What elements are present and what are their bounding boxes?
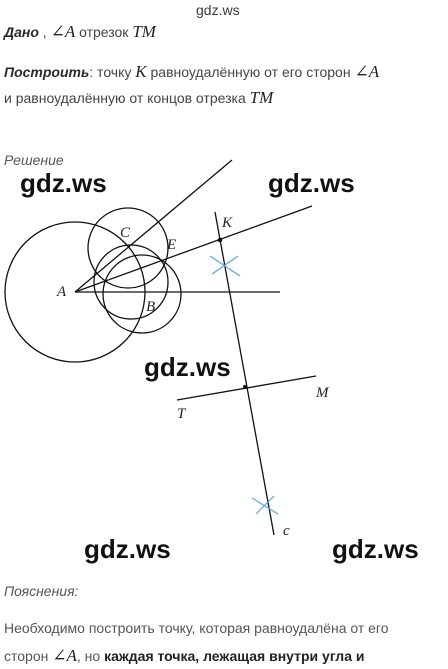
solution-heading: Решение bbox=[4, 152, 64, 168]
explanation-angle: ∠A bbox=[52, 646, 77, 665]
label-e: E bbox=[166, 237, 176, 253]
construct-line-1: Построить: точку K равноудалённую от его… bbox=[4, 62, 379, 82]
construct-line-2: и равноудалённую от концов отрезка TM bbox=[4, 88, 273, 108]
watermark-top: gdz.ws bbox=[196, 2, 240, 18]
given-mid-text: отрезок bbox=[75, 24, 133, 40]
label-c: C bbox=[120, 225, 131, 241]
label-m: M bbox=[315, 385, 330, 401]
given-label: Дано bbox=[4, 24, 39, 40]
segment-midpoint-dot bbox=[243, 385, 247, 389]
label-b: B bbox=[146, 299, 155, 315]
label-k: K bbox=[221, 215, 233, 231]
explanation-line2-start: сторон bbox=[4, 648, 53, 664]
label-c-lower: c bbox=[283, 523, 290, 539]
watermark: gdz.ws bbox=[84, 534, 171, 564]
watermark: gdz.ws bbox=[20, 168, 107, 198]
given-segment: TM bbox=[132, 22, 156, 41]
construct-label: Построить bbox=[4, 64, 90, 80]
construct-angle: ∠A bbox=[354, 62, 380, 81]
circle-b bbox=[102, 254, 182, 334]
given-sep: , bbox=[38, 24, 51, 40]
given-line: Дано , ∠A отрезок TM bbox=[4, 22, 156, 42]
construct-text-2: равноудалённую от его сторон bbox=[146, 64, 355, 80]
angle-side-upper bbox=[74, 159, 233, 293]
label-t: T bbox=[177, 406, 187, 422]
arc-mark-top bbox=[209, 255, 241, 277]
explanation-line2-mid: , но bbox=[76, 648, 105, 664]
explanation-line-1: Необходимо построить точку, которая равн… bbox=[4, 620, 389, 636]
circle-c bbox=[87, 207, 169, 289]
explanations-heading: Пояснения: bbox=[4, 583, 79, 599]
explanation-line2-bold: каждая точка, лежащая внутри угла и bbox=[104, 648, 365, 664]
construct-line2-text: и равноудалённую от концов отрезка bbox=[4, 90, 250, 106]
explanation-line-2: сторон ∠A, но каждая точка, лежащая внут… bbox=[4, 646, 364, 666]
construct-segment: TM bbox=[249, 88, 274, 107]
arc-mark-bottom bbox=[251, 495, 279, 515]
given-angle: ∠A bbox=[50, 22, 76, 41]
watermark: gdz.ws bbox=[332, 534, 419, 564]
watermark: gdz.ws bbox=[144, 352, 231, 382]
label-a: A bbox=[56, 284, 67, 300]
watermark: gdz.ws bbox=[268, 168, 355, 198]
point-k-dot bbox=[217, 237, 223, 243]
construct-point: K bbox=[135, 62, 147, 81]
construct-text-1: : точку bbox=[89, 64, 136, 80]
angle-bisector bbox=[74, 205, 313, 293]
